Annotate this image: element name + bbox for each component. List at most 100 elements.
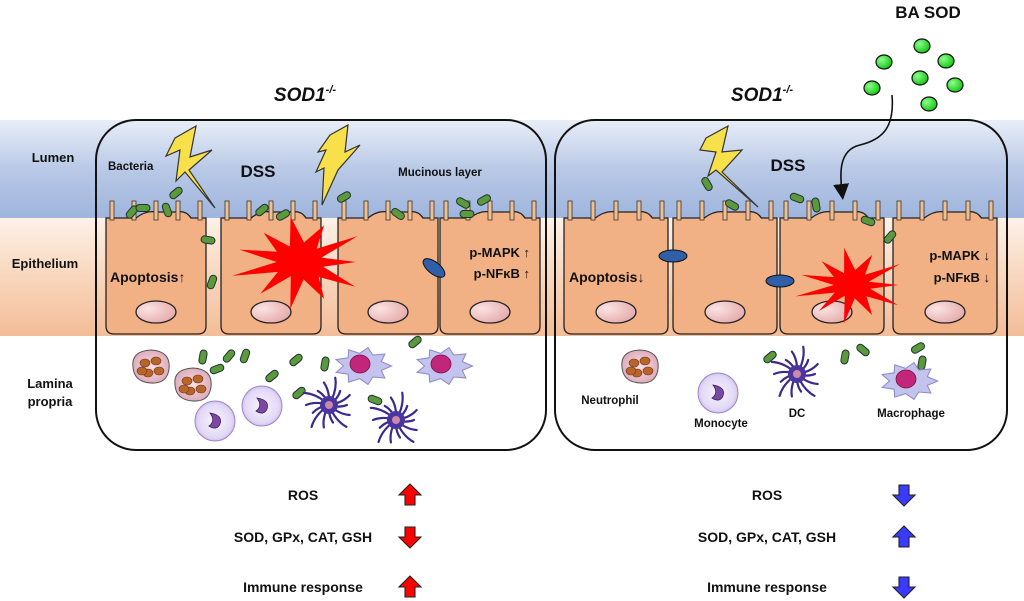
macrophage-label: Macrophage bbox=[877, 408, 945, 420]
bacterium-icon bbox=[169, 186, 183, 200]
arrow-down-icon bbox=[891, 576, 917, 599]
bacterium-icon bbox=[856, 343, 870, 357]
epithelial-cell bbox=[672, 210, 778, 335]
microvillus bbox=[722, 200, 728, 221]
dendritic-cell-icon bbox=[770, 345, 819, 398]
microvillus bbox=[363, 200, 369, 221]
bacterium-icon bbox=[265, 369, 279, 383]
bacterium-icon bbox=[883, 230, 897, 244]
bacterium-icon bbox=[455, 197, 471, 209]
pnfkb-down-label: p-NFκB ↓ bbox=[934, 270, 990, 285]
summary-left-label: Immune response bbox=[243, 579, 363, 595]
summary-right-label: SOD, GPx, CAT, GSH bbox=[698, 529, 836, 545]
microvillus bbox=[268, 200, 274, 221]
bacterium-icon bbox=[320, 356, 330, 372]
microvillus bbox=[153, 200, 159, 221]
microvillus bbox=[290, 200, 296, 221]
bacterium-icon bbox=[198, 349, 208, 365]
bacterium-icon bbox=[789, 192, 805, 204]
microvillus bbox=[875, 200, 881, 221]
microvillus bbox=[942, 200, 948, 221]
summary-right-label: Immune response bbox=[707, 579, 827, 595]
monocyte-icon bbox=[194, 400, 236, 442]
microvillus bbox=[919, 200, 925, 221]
summary-left-label: ROS bbox=[288, 487, 318, 503]
damage-burst-icon bbox=[232, 216, 358, 309]
sod-particle bbox=[913, 38, 931, 54]
bacterium-icon bbox=[135, 204, 151, 212]
right-panel-frame bbox=[554, 119, 1008, 451]
microvillus bbox=[965, 200, 971, 221]
layer-label-epithelium: Epithelium bbox=[12, 256, 78, 271]
bacterium-icon bbox=[206, 274, 218, 290]
dc-label: DC bbox=[789, 408, 806, 420]
immune-cells bbox=[132, 345, 939, 444]
lightning-bolt-icon bbox=[164, 124, 216, 209]
bacterium-icon bbox=[367, 394, 383, 406]
microvillus bbox=[745, 200, 751, 221]
microvillus bbox=[443, 200, 449, 221]
right-panel-title: SOD1-/- bbox=[731, 84, 793, 106]
microvillus bbox=[385, 200, 391, 221]
microvillus bbox=[676, 200, 682, 221]
monocyte-icon bbox=[697, 372, 739, 414]
microvillus bbox=[768, 200, 774, 221]
microvillus bbox=[509, 200, 515, 221]
microvillus bbox=[429, 200, 435, 221]
apoptosis-down-label: Apoptosis↓ bbox=[569, 269, 644, 285]
bacterium-icon bbox=[200, 235, 216, 245]
dss-label-right: DSS bbox=[771, 156, 806, 175]
bacterium-icon bbox=[840, 349, 850, 365]
summary-left-label: SOD, GPx, CAT, GSH bbox=[234, 529, 372, 545]
sod-particle bbox=[875, 54, 893, 70]
epithelial-cell bbox=[892, 210, 998, 335]
sod-particle bbox=[937, 53, 955, 69]
lightning-bolt-icon bbox=[699, 124, 759, 208]
nucleus bbox=[704, 300, 746, 324]
bacterium-icon bbox=[275, 209, 291, 221]
left-epithelial-cells bbox=[105, 200, 541, 335]
arrow-up-icon bbox=[397, 483, 423, 506]
arrow-down-icon bbox=[397, 526, 423, 549]
tight-junction-icon bbox=[765, 274, 795, 288]
pnfkb-up-label: p-NFκB ↑ bbox=[474, 266, 530, 281]
arrow-down-icon bbox=[891, 484, 917, 507]
bacterium-icon bbox=[910, 342, 926, 354]
pmapk-down-label: p-MAPK ↓ bbox=[929, 248, 990, 263]
microvillus bbox=[531, 200, 537, 221]
bacterium-icon bbox=[336, 191, 352, 203]
microvillus bbox=[487, 200, 493, 221]
lightning-bolt-icon bbox=[314, 123, 361, 206]
neutrophil-icon bbox=[621, 349, 659, 384]
nucleus bbox=[595, 300, 637, 324]
microvillus bbox=[109, 200, 115, 221]
microvillus bbox=[852, 200, 858, 221]
bacterium-icon bbox=[408, 335, 422, 349]
bacterium-icon bbox=[289, 353, 303, 367]
layer-label-lumen: Lumen bbox=[32, 150, 75, 165]
microvillus bbox=[246, 200, 252, 221]
epithelial-cell bbox=[439, 210, 541, 335]
sod-particle bbox=[863, 80, 881, 96]
left-panel-title: SOD1-/- bbox=[274, 84, 336, 106]
sod-particle bbox=[946, 77, 964, 93]
microvillus bbox=[659, 200, 665, 221]
bacteria-group bbox=[125, 176, 927, 406]
neutrophil-icon bbox=[174, 367, 212, 402]
bacterium-icon bbox=[161, 202, 173, 218]
tight-junction-icon bbox=[658, 249, 688, 263]
neutrophil-label: Neutrophil bbox=[581, 395, 639, 407]
microvillus bbox=[636, 200, 642, 221]
bacterium-icon bbox=[292, 386, 306, 400]
bacterium-icon bbox=[724, 199, 740, 211]
damage-burst-icon bbox=[795, 247, 900, 324]
dss-label-left: DSS bbox=[241, 162, 276, 181]
bacterium-icon bbox=[763, 350, 777, 364]
bacterium-icon bbox=[476, 194, 492, 206]
bacterium-icon bbox=[860, 215, 876, 227]
tight-junction-icon bbox=[422, 258, 446, 278]
macrophage-icon bbox=[880, 361, 939, 401]
microvillus bbox=[896, 200, 902, 221]
